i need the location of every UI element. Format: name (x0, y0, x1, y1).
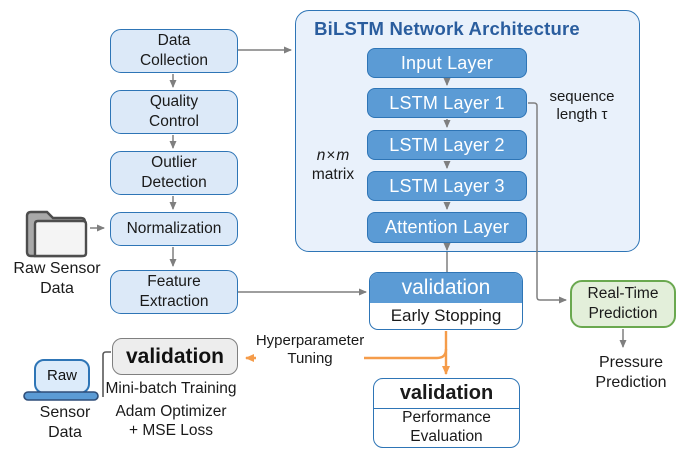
pressure-prediction-text: Pressure Prediction (595, 354, 667, 391)
training-validation-box: validation (112, 338, 238, 375)
matrix-word: matrix (311, 166, 355, 183)
step-label: Data Collection (139, 32, 209, 69)
layer-attention: Attention Layer (367, 212, 527, 243)
matrix-dimension-label: n×m matrix (295, 147, 371, 185)
layer-lstm-2: LSTM Layer 2 (367, 130, 527, 160)
step-label: Quality Control (149, 93, 199, 130)
evaluation-body: Performance Evaluation (374, 409, 519, 447)
layer-lstm-1: LSTM Layer 1 (367, 88, 527, 118)
folder-caption: Raw Sensor Data (7, 260, 107, 298)
bilstm-title-text: BiLSTM Network Architecture (314, 18, 580, 39)
evaluation-subtitle-text: Performance Evaluation (402, 409, 491, 445)
laptop-caption: Sensor Data (25, 403, 105, 443)
training-note-text: Mini-batch Training (105, 379, 237, 397)
connector-laptop-training (102, 351, 111, 397)
folder-icon (25, 210, 88, 258)
training-note-minibatch: Mini-batch Training (95, 380, 247, 398)
layer-input: Input Layer (367, 48, 527, 78)
sequence-length-text: sequence length τ (549, 87, 615, 123)
evaluation-title: validation (374, 379, 519, 409)
laptop-screen-label: Raw (35, 363, 89, 387)
pressure-prediction-label: Pressure Prediction (581, 353, 681, 393)
gray-connectors (90, 46, 627, 348)
validation-early-stopping-box: validation Early Stopping (369, 272, 523, 330)
validation-header: validation (370, 273, 522, 303)
realtime-prediction-text: Real-Time Prediction (587, 285, 659, 322)
step-outlier-detection: Outlier Detection (110, 151, 238, 195)
matrix-n: n (316, 147, 326, 165)
step-data-collection: Data Collection (110, 29, 238, 73)
training-note-text: Adam Optimizer + MSE Loss (115, 403, 227, 439)
training-title-text: validation (125, 344, 225, 368)
step-quality-control: Quality Control (110, 90, 238, 134)
layer-label: Input Layer (400, 52, 494, 73)
laptop-caption-text: Sensor Data (39, 404, 91, 441)
hyperparameter-tuning-text: Hyperparameter Tuning (255, 332, 365, 367)
training-note-optimizer: Adam Optimizer + MSE Loss (95, 403, 247, 440)
matrix-times: × (326, 147, 336, 165)
early-stopping-text: Early Stopping (390, 306, 502, 325)
validation-title-text: validation (401, 276, 491, 299)
step-label: Outlier Detection (141, 154, 207, 191)
layer-label: LSTM Layer 3 (389, 175, 505, 196)
evaluation-title-text: validation (399, 382, 494, 404)
matrix-m: m (336, 147, 350, 165)
connector-hyperparameter-training (245, 348, 448, 362)
bilstm-panel-title: BiLSTM Network Architecture (297, 17, 597, 41)
layer-label: LSTM Layer 1 (389, 92, 505, 113)
connector-lstm1-realtime (528, 102, 567, 304)
early-stopping-body: Early Stopping (370, 303, 522, 329)
folder-caption-text: Raw Sensor Data (13, 260, 101, 297)
layer-label: LSTM Layer 2 (389, 134, 505, 155)
layer-label: Attention Layer (384, 217, 510, 237)
step-label: Normalization (126, 220, 222, 238)
realtime-prediction-box: Real-Time Prediction (570, 280, 676, 328)
step-feature-extraction: Feature Extraction (110, 270, 238, 314)
laptop-screen-text: Raw (46, 366, 77, 384)
matrix-size-text: n×m (317, 147, 350, 166)
step-normalization: Normalization (110, 212, 238, 246)
layer-lstm-3: LSTM Layer 3 (367, 171, 527, 201)
step-label: Feature Extraction (139, 273, 209, 310)
laptop-icon (23, 359, 99, 401)
hyperparameter-tuning-label: Hyperparameter Tuning (256, 332, 364, 368)
sequence-length-label: sequence length τ (542, 88, 622, 124)
validation-evaluation-box: validation Performance Evaluation (373, 378, 520, 448)
orange-connectors (245, 331, 450, 375)
